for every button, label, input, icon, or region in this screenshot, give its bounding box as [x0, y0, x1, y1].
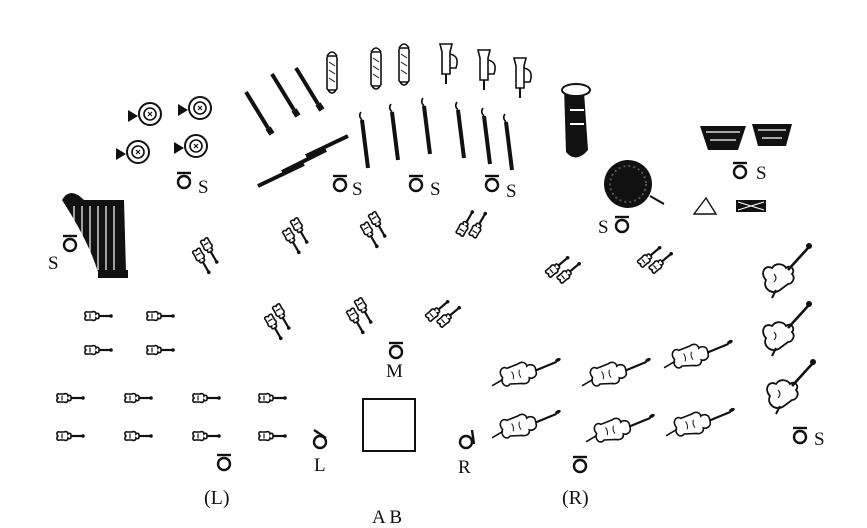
label-m-center: M [386, 361, 403, 382]
tuba-icon [561, 83, 591, 158]
label-bottom-clipped: A B [372, 507, 403, 528]
double-basses-icon [761, 241, 818, 416]
label-s-clarinets: S [352, 179, 363, 200]
label-s-harp: S [48, 253, 59, 274]
clarinets-icon [246, 68, 349, 188]
bass-drum-icon [604, 160, 665, 208]
mic-trumpets-icon [483, 174, 501, 193]
label-s-bassoons: S [430, 179, 441, 200]
mic-right-pair-icon [571, 455, 589, 474]
french-horns-icon [115, 96, 212, 164]
label-s-timpani: S [756, 163, 767, 184]
triangle-icon [692, 196, 718, 215]
trumpets-icon [439, 43, 533, 99]
second-violins-icon [189, 204, 489, 342]
label-s-basses: S [814, 429, 825, 450]
conductor-podium [362, 398, 416, 452]
mic-timpani-icon [731, 161, 749, 180]
mic-l-icon [312, 429, 328, 450]
mic-clarinets-icon [331, 174, 349, 193]
mic-horns-icon [175, 171, 193, 190]
violas-icon [545, 240, 676, 287]
mic-harp-icon [61, 234, 79, 253]
mic-center-icon [387, 341, 405, 360]
snare-drum-icon [736, 200, 766, 212]
mic-basses-icon [791, 426, 809, 445]
first-violins-icon [55, 310, 288, 442]
label-right-pair: (R) [562, 487, 589, 509]
label-left-pair: (L) [204, 487, 230, 509]
mic-bassoons-icon [407, 174, 425, 193]
timpani-icon [700, 124, 792, 150]
label-s-bass-drum: S [598, 217, 609, 238]
label-s-horns: S [198, 177, 209, 198]
trombones-icon [326, 43, 410, 94]
cellos-icon [487, 335, 740, 448]
label-r-mic: R [458, 457, 471, 478]
mic-r-icon [458, 429, 476, 450]
label-l-mic: L [314, 455, 326, 476]
mic-left-pair-icon [215, 453, 233, 472]
label-s-trumpets: S [506, 181, 517, 202]
orchestra-seating-diagram [55, 43, 818, 474]
bassoons-icon [357, 96, 514, 172]
mic-bass-drum-icon [613, 215, 631, 234]
